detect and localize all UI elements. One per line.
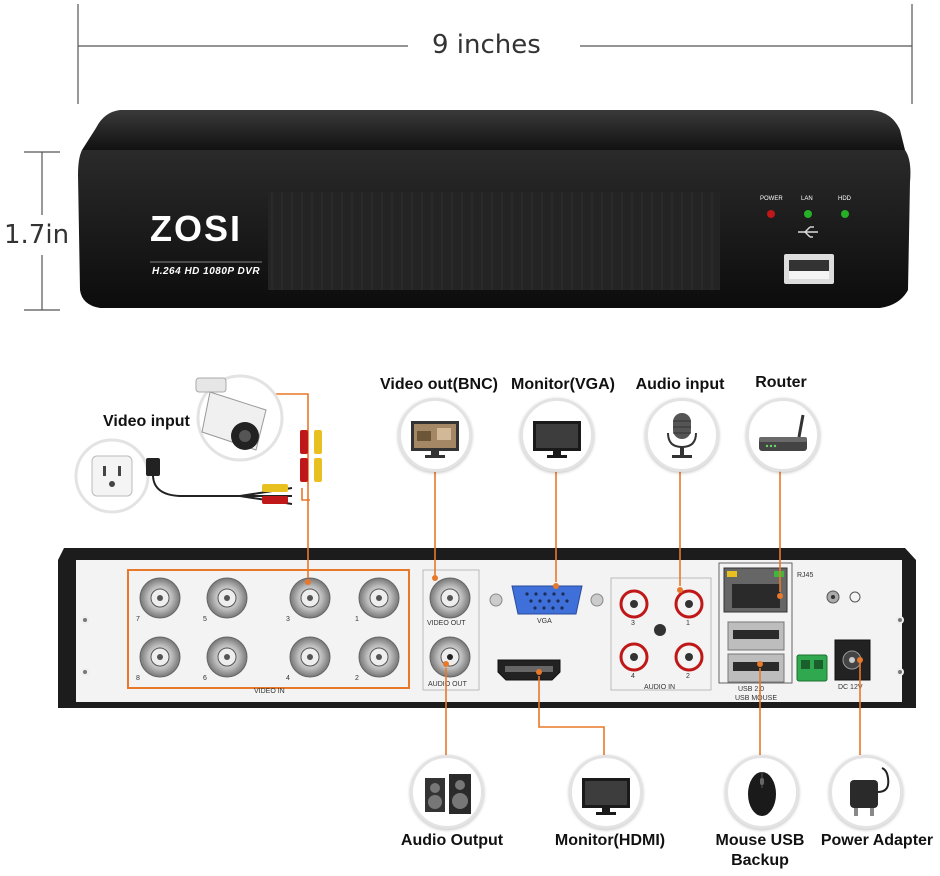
- brand-logo: ZOSI: [150, 208, 243, 249]
- rj45-label: RJ45: [797, 572, 814, 579]
- channel-label: 5: [203, 616, 207, 623]
- monitor-vga-label: Monitor(VGA): [511, 376, 615, 393]
- power-adapter-label: Power Adapter: [820, 832, 934, 849]
- hdd-led-label: HDD: [838, 196, 851, 202]
- bnc-inputs: [139, 577, 400, 678]
- video-out-bnc-label: Video out(BNC): [380, 376, 498, 393]
- video-in-label: VIDEO IN: [254, 688, 285, 695]
- power-adapter-icon: [829, 755, 903, 829]
- lan-led-label: LAN: [801, 196, 813, 202]
- speaker-icon: [410, 755, 484, 829]
- video-out-label: VIDEO OUT: [427, 620, 466, 627]
- audio-input-label: Audio input: [635, 376, 725, 393]
- channel-label: 2: [355, 675, 359, 682]
- router-label: Router: [755, 374, 807, 391]
- dc-label: DC 12V: [838, 684, 863, 691]
- video-out-bnc-icon: [398, 398, 472, 472]
- video-input-label: Video input: [103, 413, 190, 430]
- audio-channel-label: 2: [686, 673, 690, 680]
- monitor-hdmi-icon: [569, 755, 643, 829]
- channel-label: 7: [136, 616, 140, 623]
- router-icon: [746, 398, 820, 472]
- vga-label: VGA: [537, 618, 552, 625]
- backup-label: Backup: [731, 852, 789, 869]
- audio-in-label: AUDIO IN: [644, 684, 676, 691]
- mouse-usb-label: Mouse USB: [715, 832, 805, 849]
- model-label: H.264 HD 1080P DVR: [152, 266, 261, 277]
- audio-channel-label: 3: [631, 620, 635, 627]
- audio-out-label: AUDIO OUT: [428, 681, 467, 688]
- usb-label: USB 2.0: [738, 686, 765, 693]
- width-dimension-label: 9 inches: [432, 30, 541, 60]
- audio-output-label: Audio Output: [400, 832, 504, 849]
- channel-label: 4: [286, 675, 290, 682]
- channel-label: 8: [136, 675, 140, 682]
- microphone-icon: [645, 398, 719, 472]
- usb-mouse-label: USB MOUSE: [735, 695, 778, 702]
- height-dimension-label: 1.7in: [4, 220, 70, 250]
- audio-channel-label: 4: [631, 673, 635, 680]
- mouse-icon: [725, 755, 799, 829]
- monitor-vga-icon: [520, 398, 594, 472]
- dvr-front: [78, 110, 911, 308]
- channel-label: 6: [203, 675, 207, 682]
- audio-channel-label: 1: [686, 620, 690, 627]
- channel-label: 1: [355, 616, 359, 623]
- monitor-hdmi-label: Monitor(HDMI): [554, 832, 666, 849]
- channel-label: 3: [286, 616, 290, 623]
- power-led-label: POWER: [760, 196, 783, 202]
